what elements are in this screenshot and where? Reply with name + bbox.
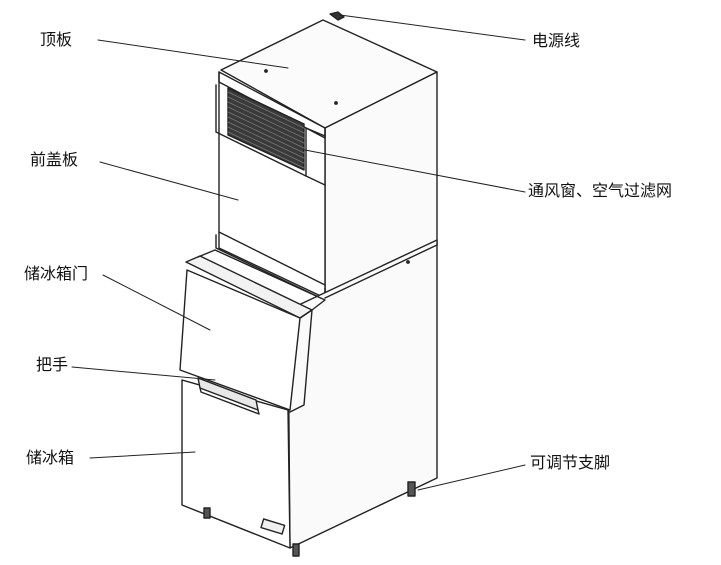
label-handle: 把手 [36,355,69,374]
label-power-cord: 电源线 [532,31,581,50]
bin-door-shape [179,269,301,411]
label-top-panel: 顶板 [40,30,73,49]
ice-maker-unit [215,11,438,301]
power-cord-shape [329,11,345,21]
storage-bin-unit [179,239,438,557]
label-vent-filter: 通风窗、空气过滤网 [528,181,673,200]
label-bin-door: 储冰箱门 [24,264,89,283]
label-front-cover: 前盖板 [30,150,79,169]
label-adjustable-feet: 可调节支脚 [530,453,611,472]
nameplate [260,518,286,535]
adjustable-feet-shape [203,481,416,557]
label-storage-bin: 储冰箱 [26,448,75,467]
vent-grille [227,87,305,171]
leader-lines [71,14,526,491]
